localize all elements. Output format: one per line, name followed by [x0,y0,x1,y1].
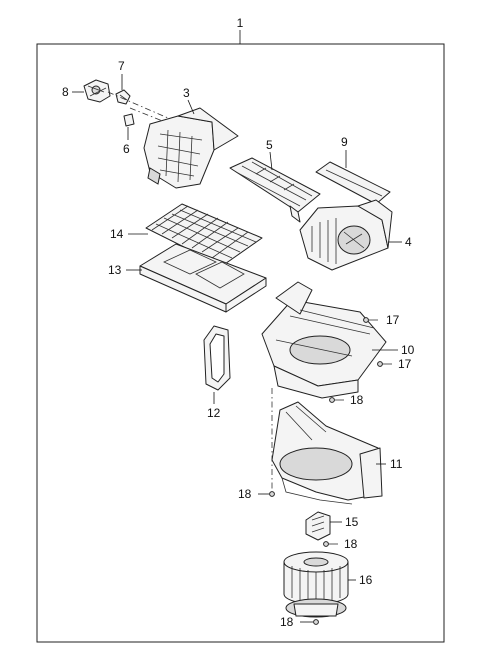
bracket-part-5 [229,157,321,223]
clip-part-6 [123,113,135,127]
seal-part-9 [315,161,391,205]
callout-18c: 18 [344,537,358,551]
connector-part-7 [115,89,131,105]
callout-8: 8 [62,85,69,99]
assembly-number: 1 [237,16,244,30]
assembly-frame [36,43,445,643]
screw-part-18b [269,491,275,497]
callout-3: 3 [183,86,190,100]
resistor-part-15 [305,511,331,541]
mid-case-part-10 [261,281,387,399]
callout-12: 12 [207,406,221,420]
callout-17b: 17 [398,357,412,371]
screw-part-18d [313,619,319,625]
callout-4: 4 [405,235,412,249]
callout-10: 10 [401,343,415,357]
callout-7: 7 [118,59,125,73]
callout-16: 16 [359,573,373,587]
callout-6: 6 [123,142,130,156]
filter-tray-part-13 [139,243,267,313]
callout-18a: 18 [350,393,364,407]
screw-part-17b [377,361,392,367]
scroll-case-part-11 [271,401,383,505]
callout-5: 5 [266,138,273,152]
screw-part-18c [323,541,338,547]
callout-9: 9 [341,135,348,149]
gasket-part-12 [203,325,231,391]
filter-part-14 [145,203,263,267]
callout-18b: 18 [238,487,252,501]
upper-case-part-4 [299,199,393,271]
callout-18d: 18 [280,615,294,629]
intake-housing-part-3 [143,107,239,189]
callout-11: 11 [390,457,403,471]
callout-14: 14 [110,227,124,241]
callout-13: 13 [108,263,122,277]
actuator-part-8 [83,79,111,103]
blower-motor-part-16 [283,551,349,618]
callout-17a: 17 [386,313,400,327]
screw-part-18a [329,397,344,403]
callout-15: 15 [345,515,359,529]
screw-part-17a [363,317,378,323]
